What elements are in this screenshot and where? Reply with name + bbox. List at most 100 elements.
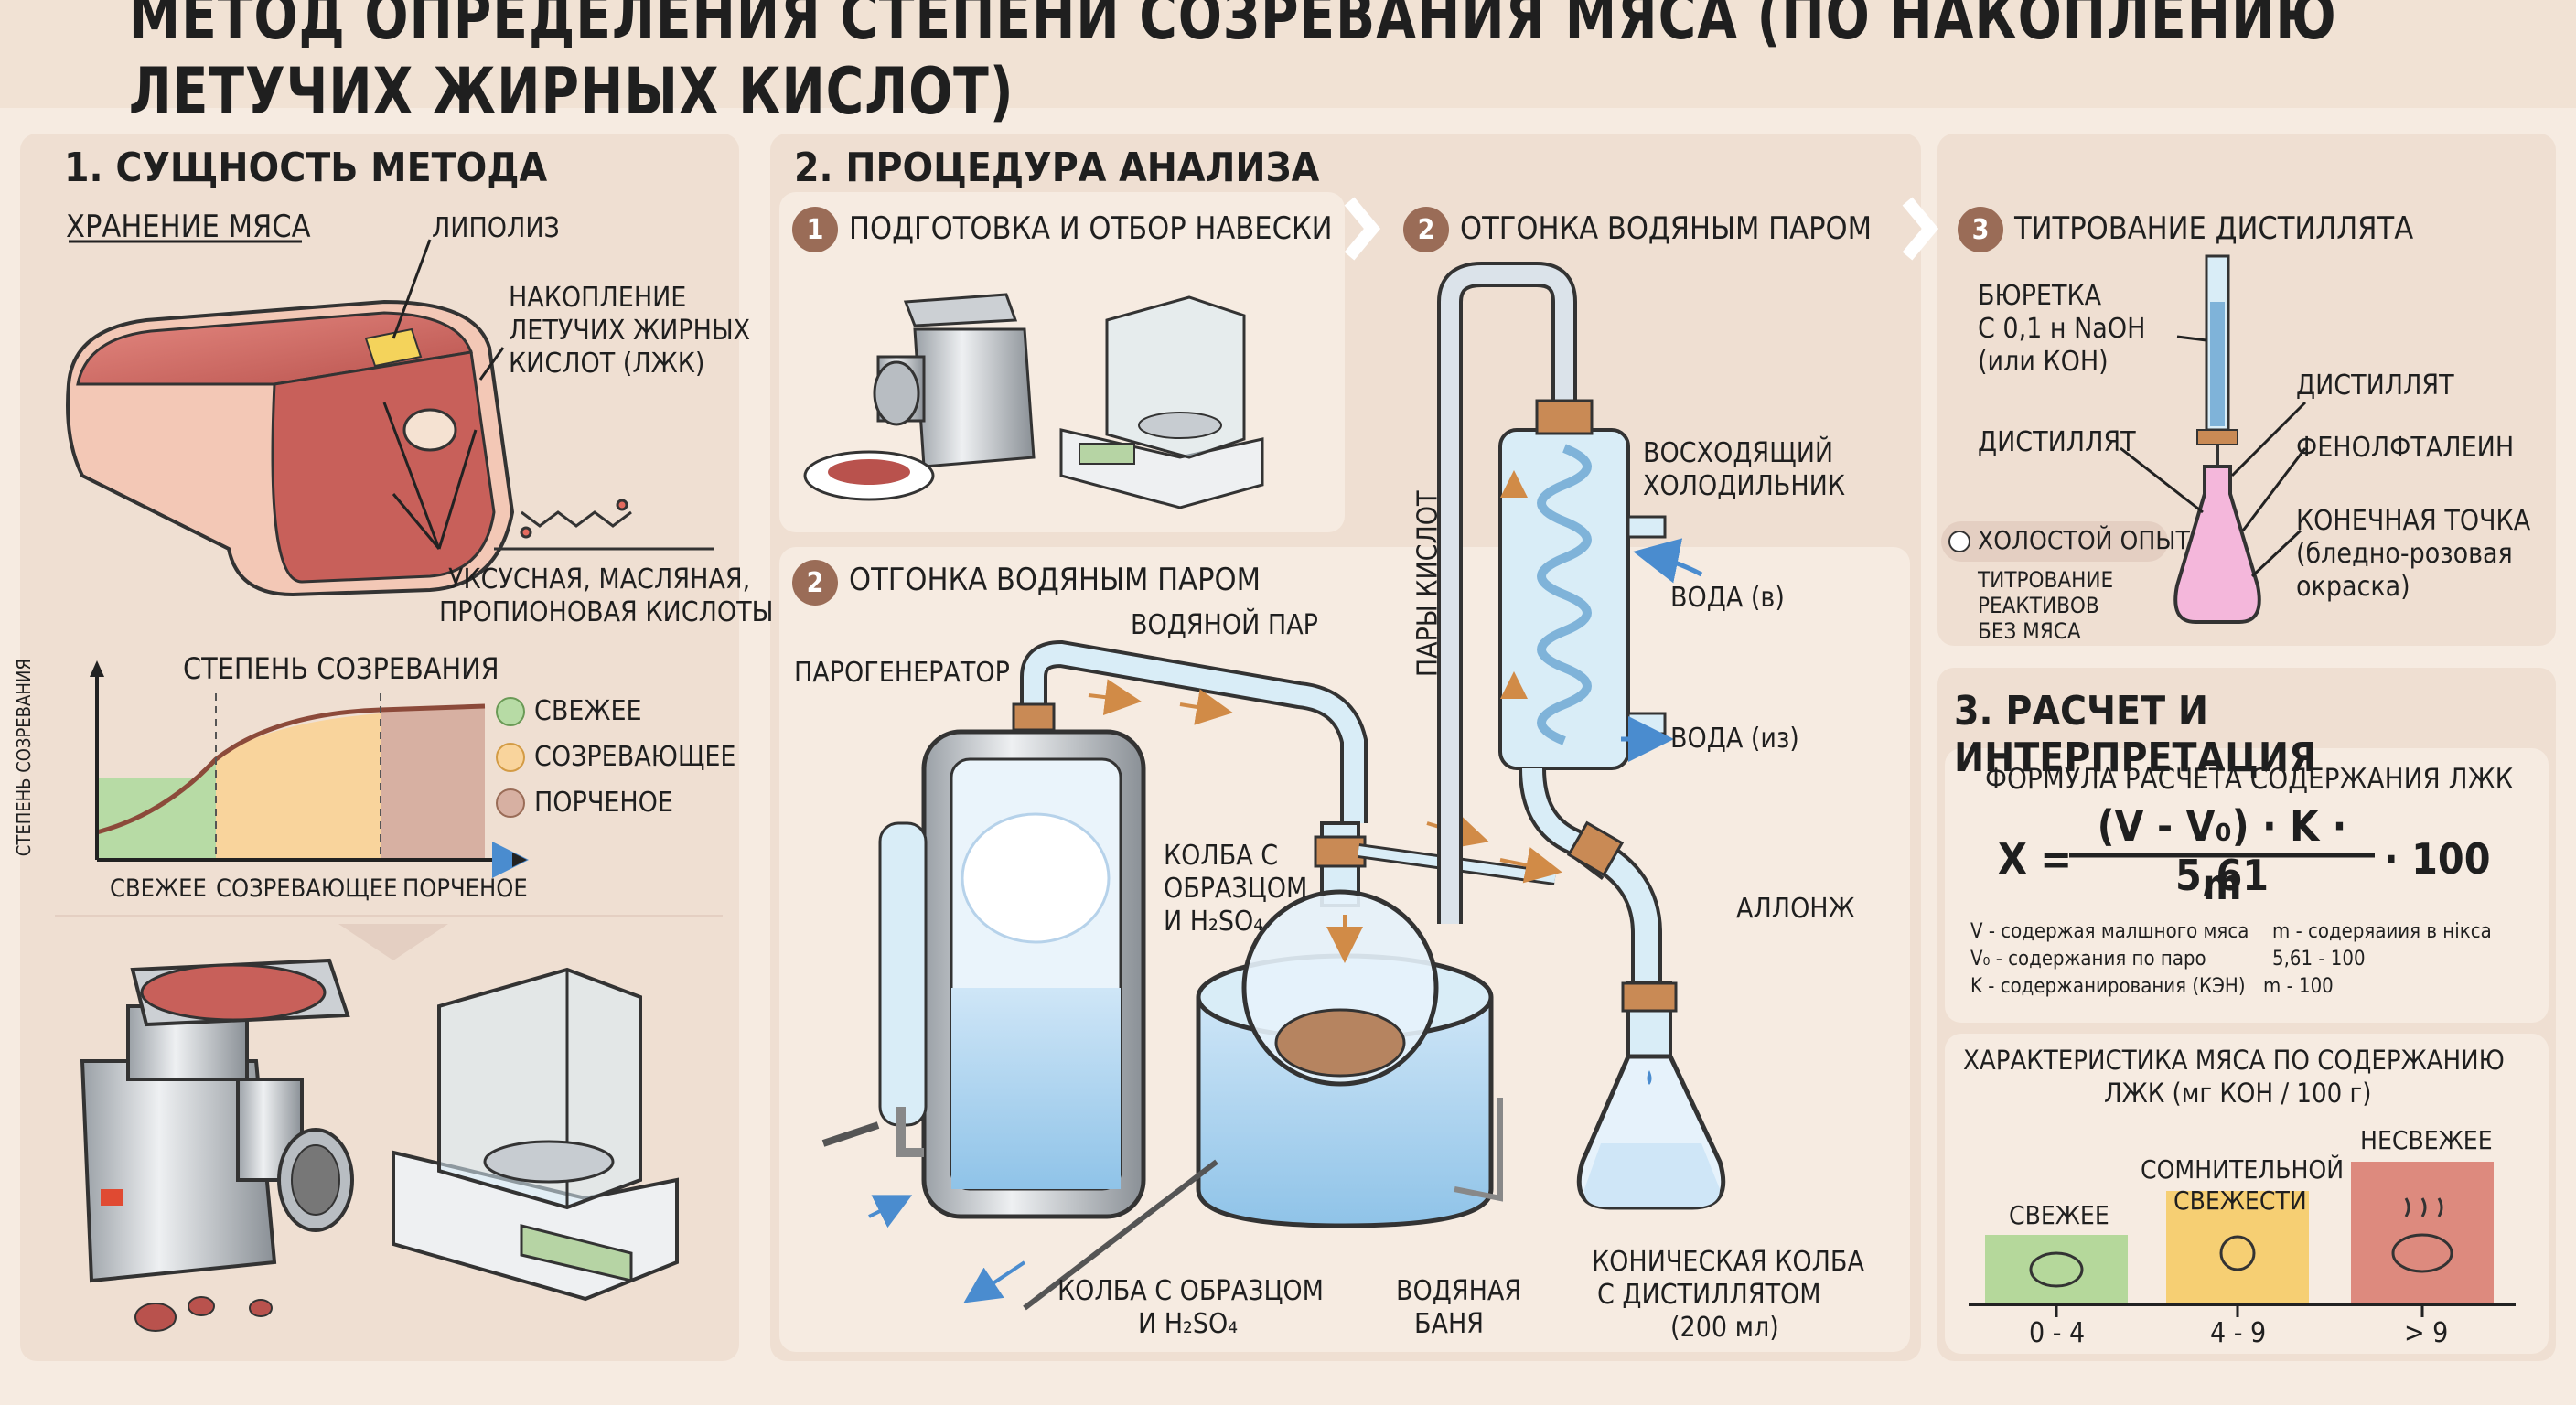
title-bar: МЕТОД ОПРЕДЕЛЕНИЯ СТЕПЕНИ СОЗРЕВАНИЯ МЯС…	[0, 0, 2576, 129]
analytical-balance-small	[1059, 295, 1264, 509]
label-flask-bottom-1: КОЛБА С ОБРАЗЦОМ	[1057, 1275, 1324, 1307]
spoiled-steak-icon	[2391, 1233, 2453, 1273]
formula-legend-3: V₀ - содержания по паро	[1970, 948, 2206, 971]
analytical-balance-large	[392, 967, 679, 1302]
molecule-icon	[494, 499, 714, 551]
label-acid-vapors: ПАРЫ КИСЛОТ	[1411, 490, 1444, 678]
formula-numerator: (V - V₀) · K · 5,61	[2097, 801, 2347, 900]
label-accum-1: НАКОПЛЕНИЕ	[509, 282, 687, 314]
label-phenolphthalein: ФЕНОЛФТАЛЕИН	[2296, 432, 2515, 464]
bar-range-fresh: 0 - 4	[2029, 1317, 2086, 1349]
label-blank-desc-1: ТИТРОВАНИЕ	[1978, 567, 2114, 593]
formula-legend-6: m - 100	[2263, 975, 2334, 998]
label-water-steam: ВОДЯНОЙ ПАР	[1131, 609, 1318, 641]
steam-pipe	[1012, 639, 1368, 823]
blank-test-pill	[1941, 521, 2168, 562]
legend-fresh: СВЕЖЕЕ	[534, 695, 642, 727]
divider	[55, 915, 723, 917]
step-2b-label: ОТГОНКА ВОДЯНЫМ ПАРОМ	[849, 562, 1261, 598]
label-burette-3: (или КОН)	[1978, 346, 2109, 378]
label-conical-1: КОНИЧЕСКАЯ КОЛБА	[1592, 1246, 1864, 1278]
label-endpoint-1: КОНЕЧНАЯ ТОЧКА	[2296, 505, 2531, 537]
label-allonge: АЛЛОНЖ	[1736, 893, 1855, 925]
label-condenser-1: ВОСХОДЯЩИЙ	[1643, 437, 1834, 469]
steam-generator	[821, 729, 1146, 1228]
formula-times-100: · 100	[2384, 834, 2491, 884]
label-flask-3: И H₂SO₄	[1164, 906, 1264, 938]
label-endpoint-2: (бледно-розовая	[2296, 538, 2513, 570]
label-storage: ХРАНЕНИЕ МЯСА	[66, 209, 311, 245]
label-flask-bottom-2: И H₂SO₄	[1138, 1308, 1239, 1340]
section-calc-heading: 3. РАСЧЕТ И ИНТЕРПРЕТАЦИЯ	[1954, 688, 2317, 781]
label-endpoint-3: окраска)	[2296, 571, 2410, 603]
formula-denominator: m	[2202, 860, 2242, 909]
vertical-pipe	[1437, 262, 1577, 924]
page-title: МЕТОД ОПРЕДЕЛЕНИЯ СТЕПЕНИ СОЗРЕВАНИЯ МЯС…	[128, 0, 2337, 129]
bar-range-stale: > 9	[2404, 1317, 2449, 1349]
reflux-condenser	[1498, 399, 1703, 880]
label-water-out: ВОДА (из)	[1670, 723, 1799, 755]
label-conical-2: С ДИСТИЛЛЯТОМ	[1597, 1279, 1821, 1311]
legend-spoiled: ПОРЧЕНОЕ	[534, 787, 673, 819]
step-badge-2: 2	[1403, 207, 1449, 252]
label-blank-desc-3: БЕЗ МЯСА	[1978, 618, 2081, 644]
step-badge-1: 1	[792, 207, 838, 252]
bar-label-stale: НЕСВЕЖЕЕ	[2360, 1125, 2493, 1155]
x-tick-spoiled: ПОРЧЕНОЕ	[402, 874, 528, 903]
thermometer-icon	[2219, 1235, 2256, 1271]
freshness-chart	[1969, 1162, 2516, 1317]
titration-flask	[2120, 401, 2307, 624]
label-condenser-2: ХОЛОДИЛЬНИК	[1643, 470, 1846, 502]
odor-icon	[2404, 1197, 2443, 1217]
radio-icon	[1948, 531, 1970, 552]
legend-maturing: СОЗРЕВАЮЩЕЕ	[534, 741, 736, 773]
label-burette-1: БЮРЕТКА	[1978, 280, 2102, 312]
characteristics-title-1: ХАРАКТЕРИСТИКА МЯСА ПО СОДЕРЖАНИЮ	[1963, 1045, 2505, 1076]
formula-title: ФОРМУЛА РАСЧЕТА СОДЕРЖАНИЯ ЛЖК	[1985, 763, 2514, 796]
step-arrow	[1344, 197, 1381, 261]
steak-icon	[2029, 1251, 2084, 1288]
label-distillate-left: ДИСТИЛЛЯТ	[1978, 426, 2136, 458]
formula-x-eq: X =	[1998, 834, 2072, 884]
formula-legend-5: K - содержанирования (КЭН)	[1970, 975, 2246, 998]
label-blank-desc-2: РЕАКТИВОВ	[1978, 593, 2099, 618]
bar-range-doubtful: 4 - 9	[2210, 1317, 2267, 1349]
label-lipolysis: ЛИПОЛИЗ	[432, 212, 560, 244]
allonge	[1566, 820, 1662, 988]
formula-legend-4: 5,61 - 100	[2272, 948, 2366, 971]
box-formula	[1945, 748, 2549, 1023]
burette	[2176, 254, 2238, 467]
bar-label-fresh: СВЕЖЕЕ	[2009, 1200, 2109, 1230]
label-acids-1: УКСУСНАЯ, МАСЛЯНАЯ,	[448, 563, 751, 595]
round-bottom-flask	[1241, 821, 1439, 1087]
maturation-chart-title: СТЕПЕНЬ СОЗРЕВАНИЯ	[183, 651, 499, 686]
maturation-y-label: СТЕПЕНЬ СОЗРЕВАНИЯ	[12, 659, 35, 857]
x-tick-maturing: СОЗРЕВАЮЩЕЕ	[216, 874, 398, 903]
label-flask-1: КОЛБА С	[1164, 840, 1279, 872]
down-arrow-icon	[338, 924, 448, 960]
label-steam-generator: ПАРОГЕНЕРАТОР	[794, 657, 1010, 689]
label-distillate-right: ДИСТИЛЛЯТ	[2296, 370, 2454, 402]
bar-label-doubtful-2: СВЕЖЕСТИ	[2174, 1185, 2307, 1216]
conical-flask	[1576, 981, 1726, 1210]
label-blank-test: ХОЛОСТОЙ ОПЫТ	[1978, 525, 2190, 555]
section-procedure-heading: 2. ПРОЦЕДУРА АНАЛИЗА	[794, 145, 1320, 191]
meat-slab-illustration	[66, 239, 515, 597]
x-tick-fresh: СВЕЖЕЕ	[110, 874, 207, 903]
maturation-chart	[90, 660, 529, 878]
step-1-label: ПОДГОТОВКА И ОТБОР НАВЕСКИ	[849, 210, 1333, 247]
formula-legend-1: V - содержая малшного мяса	[1970, 920, 2249, 943]
label-accum-2: ЛЕТУЧИХ ЖИРНЫХ	[509, 315, 751, 347]
label-conical-3: (200 мл)	[1670, 1312, 1779, 1344]
formula-legend-2: m - содеряаиия в нікса	[2272, 920, 2492, 943]
step-2-label: ОТГОНКА ВОДЯНЫМ ПАРОМ	[1460, 210, 1873, 247]
label-accum-3: КИСЛОТ (ЛЖК)	[509, 348, 705, 380]
label-bath-1: ВОДЯНАЯ	[1396, 1275, 1522, 1307]
step-badge-2b: 2	[792, 560, 838, 606]
step-arrow	[1902, 197, 1939, 261]
label-bath-2: БАНЯ	[1414, 1308, 1485, 1340]
section-essence-heading: 1. СУЩНОСТЬ МЕТОДА	[64, 145, 548, 191]
meat-grinder-small	[803, 293, 1036, 501]
label-acids-2: ПРОПИОНОВАЯ КИСЛОТЫ	[439, 596, 774, 628]
